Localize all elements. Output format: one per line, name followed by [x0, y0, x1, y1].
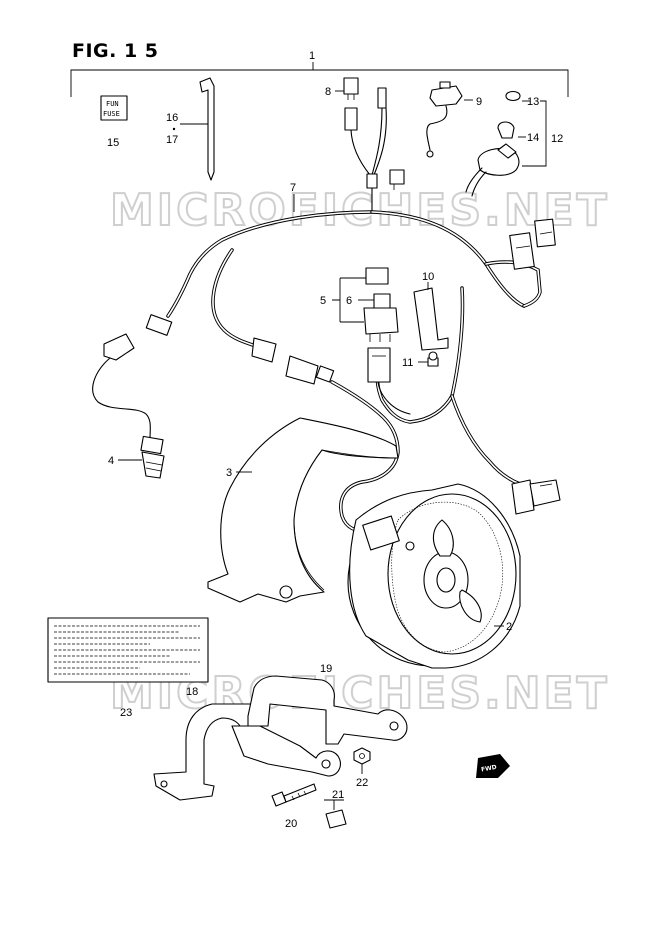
harness-connector-left: [103, 314, 173, 361]
callout-20: 20: [285, 818, 297, 830]
callout-3: 3: [226, 467, 232, 479]
collar-part: [324, 799, 347, 829]
fan-bracket-lower: [153, 703, 341, 801]
callout-12: 12: [551, 133, 563, 145]
fuse-label-line2: FUSE: [103, 110, 120, 118]
sub-harness-part: [344, 87, 405, 213]
callout-10: 10: [422, 271, 434, 283]
relay-bracket-part: [426, 81, 473, 158]
callout-9: 9: [476, 96, 482, 108]
bolt-part: [271, 783, 317, 807]
screw-part: [418, 351, 439, 367]
fwd-badge-label: FWD: [481, 764, 498, 774]
clamp-tie-part: [172, 77, 215, 181]
callout-19: 19: [320, 663, 332, 675]
fan-shroud-part: [207, 417, 399, 603]
callout-22: 22: [356, 777, 368, 789]
figure-title: FIG. 1 5: [72, 40, 159, 62]
callout-4: 4: [108, 455, 114, 467]
callout-17: 17: [166, 134, 178, 146]
callout-6: 6: [346, 295, 352, 307]
callout-18: 18: [186, 686, 198, 698]
fuse-label-part: FUN FUSE: [100, 95, 128, 121]
relay-mount-bracket: [413, 282, 449, 351]
callout-2: 2: [506, 621, 512, 633]
nut-part: [353, 747, 371, 774]
main-wiring-harness: [166, 194, 542, 533]
callout-14: 14: [527, 132, 539, 144]
caution-label-part: [47, 617, 209, 683]
harness-connector-middle: [251, 337, 335, 385]
harness-connector-right: [509, 218, 556, 270]
relay-part: [332, 267, 399, 342]
callout-15: 15: [107, 137, 119, 149]
callout-16: 16: [166, 112, 178, 124]
indicator-socket-part: [465, 90, 547, 197]
fuse-label-line1: FUN: [106, 100, 119, 108]
callout-7: 7: [290, 182, 296, 194]
callout-13: 13: [527, 96, 539, 108]
thermo-switch-part: [92, 357, 165, 479]
coupler-part: [367, 347, 411, 415]
fwd-badge: FWD: [476, 754, 510, 778]
fuse-holder-part: [335, 77, 359, 100]
fan-motor-connector: [511, 479, 561, 515]
callout-23: 23: [120, 707, 132, 719]
group-bracket-1: [70, 62, 569, 97]
callout-8: 8: [325, 86, 331, 98]
callout-11: 11: [402, 357, 413, 369]
callout-5: 5: [320, 295, 326, 307]
callout-21: 21: [332, 789, 344, 801]
cooling-fan-assembly: [347, 483, 521, 669]
fan-bracket-upper: [247, 675, 408, 745]
callout-1: 1: [309, 50, 315, 62]
